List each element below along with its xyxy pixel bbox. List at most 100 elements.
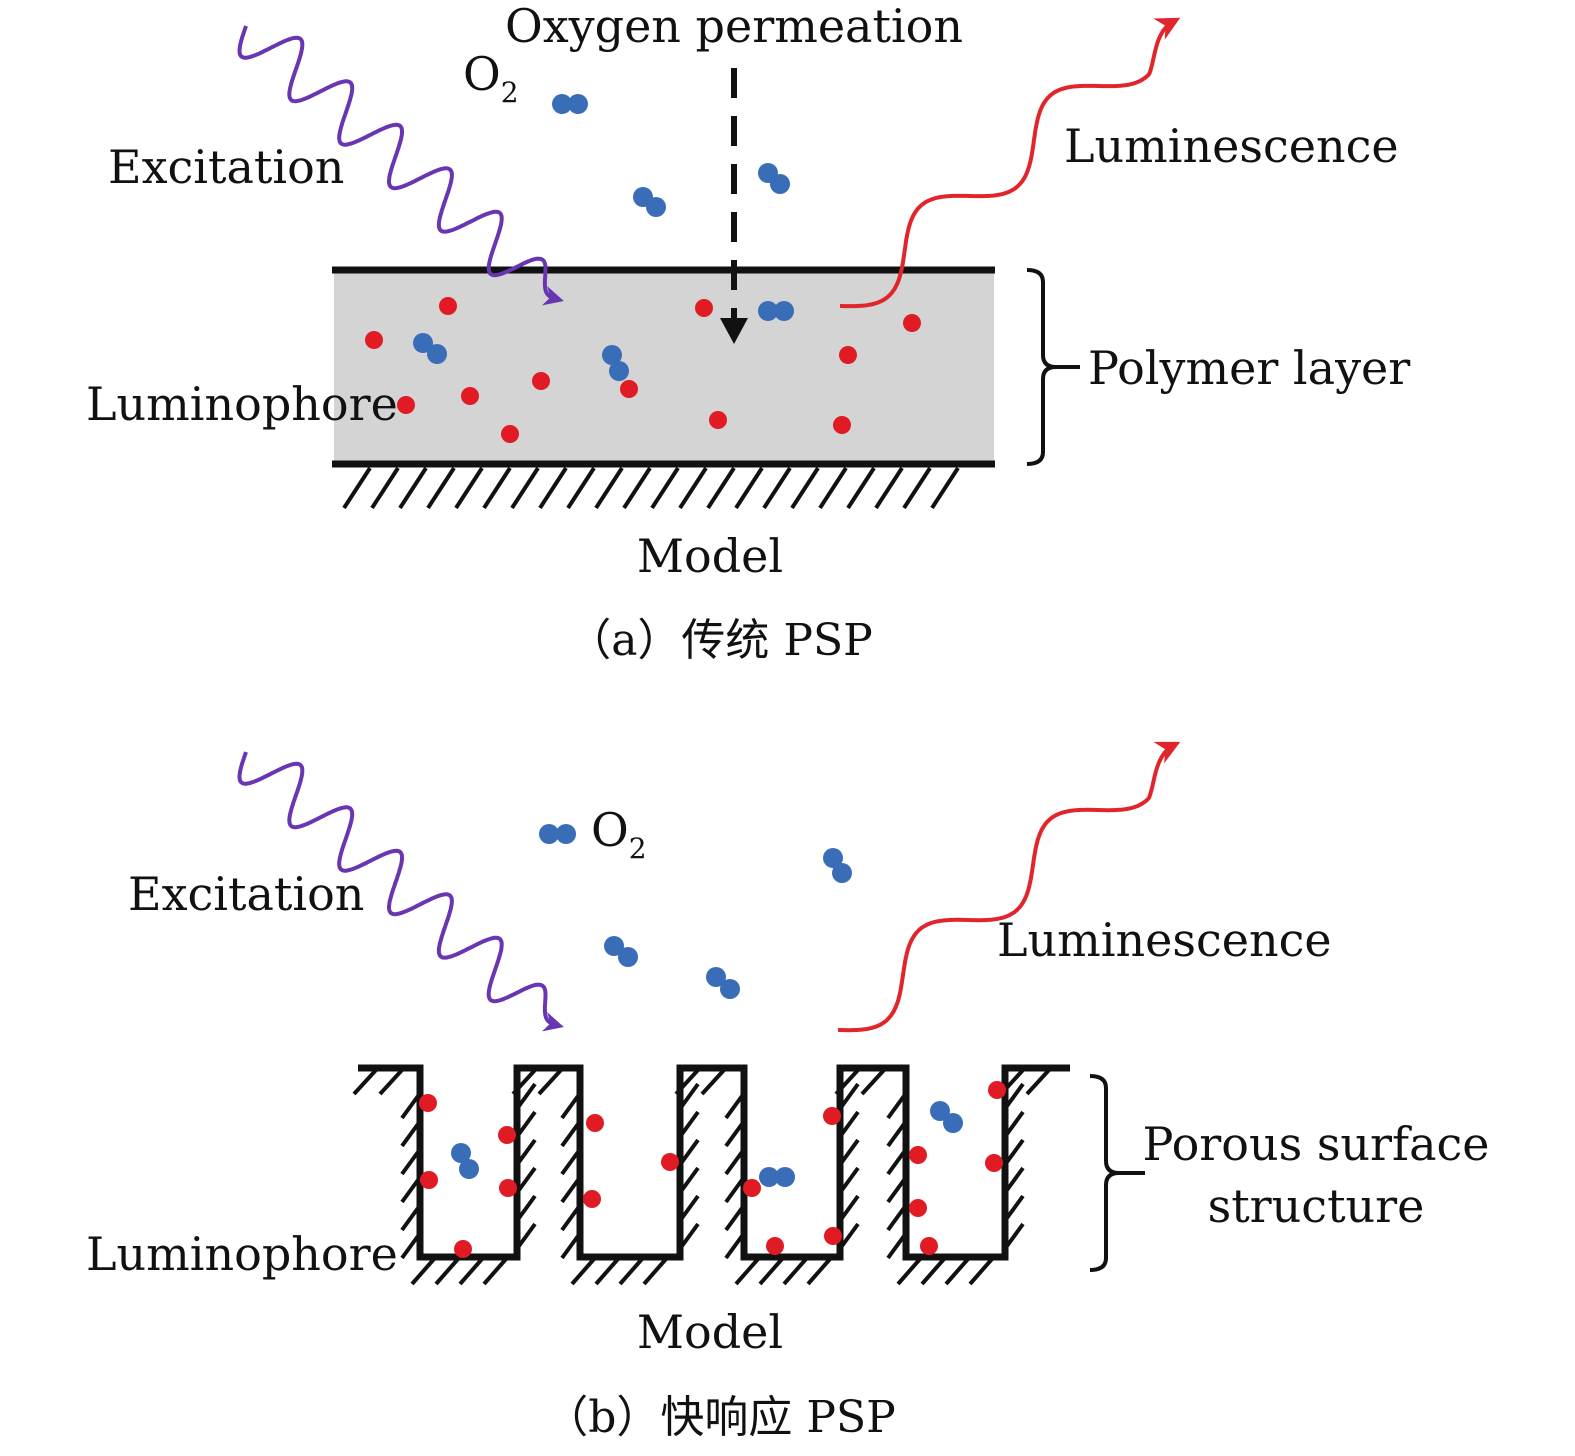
hatch-stroke xyxy=(680,1082,700,1108)
hatch-stroke xyxy=(968,1257,994,1286)
hatch-stroke xyxy=(944,1257,970,1286)
o2-label: O2 xyxy=(591,803,647,865)
hatch-stroke xyxy=(570,1257,596,1286)
luminophore-dots xyxy=(365,297,921,443)
hatch-stroke xyxy=(560,1206,580,1232)
hatch-stroke xyxy=(378,1068,404,1096)
excitation-label: Excitation xyxy=(128,867,364,921)
hatch-stroke xyxy=(840,1082,860,1108)
luminescence-label: Luminescence xyxy=(1064,119,1399,173)
hatch-stroke xyxy=(426,466,456,510)
oxygen-molecule xyxy=(552,94,588,114)
oxygen-molecule xyxy=(758,301,794,321)
hatch-stroke xyxy=(1005,1194,1025,1220)
hatch-stroke xyxy=(1005,1110,1025,1136)
oxygen-permeation-label: Oxygen permeation xyxy=(505,0,963,53)
panel-b: O2 Excitation Luminescence Porous surfac… xyxy=(86,741,1490,1443)
hatch-stroke xyxy=(724,1150,744,1176)
hatch-stroke xyxy=(400,1178,420,1204)
hatch-stroke xyxy=(510,466,540,510)
model-label: Model xyxy=(637,529,783,583)
luminophore-label: Luminophore xyxy=(86,377,398,431)
hatch-stroke xyxy=(454,466,484,510)
hatch-stroke xyxy=(724,1206,744,1232)
luminophore-label: Luminophore xyxy=(86,1227,398,1281)
hatch-stroke xyxy=(560,1150,580,1176)
oxygen-molecule xyxy=(633,187,666,217)
oxygen-molecule xyxy=(930,1101,963,1133)
hatch-stroke xyxy=(400,1206,420,1232)
hatch-stroke xyxy=(734,1257,760,1286)
hatch-stroke xyxy=(840,1194,860,1220)
hatch-stroke xyxy=(902,466,932,510)
oxygen-molecule xyxy=(706,967,740,999)
hatch-stroke xyxy=(782,1257,808,1286)
hatch-stroke xyxy=(886,1206,906,1232)
hatch-stroke xyxy=(560,1234,580,1260)
hatch-stroke xyxy=(370,466,400,510)
oxygen-molecule xyxy=(823,848,852,883)
hatch-stroke xyxy=(846,466,876,510)
hatch-stroke xyxy=(886,1122,906,1148)
hatch-stroke xyxy=(1005,1166,1025,1192)
caption-a: （a）传统 PSP xyxy=(567,615,873,666)
hatch-stroke xyxy=(1005,1082,1025,1108)
hatch-stroke xyxy=(700,1068,726,1096)
hatch-stroke xyxy=(840,1166,860,1192)
hatch-stroke xyxy=(724,1122,744,1148)
hatch-stroke xyxy=(482,466,512,510)
hatch-stroke xyxy=(458,1257,484,1286)
hatch-stroke xyxy=(724,1178,744,1204)
hatch-stroke xyxy=(642,1257,668,1286)
hatch-stroke xyxy=(618,1257,644,1286)
oxygen-molecule xyxy=(759,1167,795,1187)
hatch-stroke xyxy=(706,466,736,510)
hatch-stroke xyxy=(410,1257,436,1286)
hatch-stroke xyxy=(1005,1222,1025,1248)
hatch-stroke xyxy=(400,1234,420,1260)
hatch-stroke xyxy=(517,1082,537,1108)
hatch-stroke xyxy=(920,1257,946,1286)
hatch-stroke xyxy=(874,466,904,510)
hatch-stroke xyxy=(860,1068,886,1096)
hatch-stroke xyxy=(734,466,764,510)
excitation-wave xyxy=(237,25,564,306)
hatch-stroke xyxy=(680,1222,700,1248)
hatch-stroke xyxy=(840,1222,860,1248)
porous-surface-profile xyxy=(358,1064,1070,1261)
porous-model-hatching xyxy=(352,1068,1051,1286)
hatch-stroke xyxy=(537,1068,563,1096)
hatch-stroke xyxy=(560,1122,580,1148)
hatch-stroke xyxy=(400,1122,420,1148)
oxygen-molecule xyxy=(602,345,629,381)
porous-structure-label-line1: Porous surface xyxy=(1143,1117,1490,1171)
hatch-stroke xyxy=(680,1110,700,1136)
hatch-stroke xyxy=(538,466,568,510)
hatch-stroke xyxy=(517,1110,537,1136)
hatch-stroke xyxy=(1025,1068,1051,1096)
hatch-stroke xyxy=(724,1234,744,1260)
hatch-stroke xyxy=(400,1150,420,1176)
o2-label: O2 xyxy=(463,47,519,109)
panel-a: Oxygen permeation O2 Excitation Luminesc… xyxy=(86,0,1410,666)
oxygen-molecule xyxy=(604,936,638,967)
oxygen-permeation-arrowhead xyxy=(720,318,748,344)
hatch-stroke xyxy=(398,466,428,510)
hatch-stroke xyxy=(886,1178,906,1204)
hatch-stroke xyxy=(566,466,596,510)
polymer-layer-fill xyxy=(334,270,994,464)
hatch-stroke xyxy=(517,1194,537,1220)
luminophore-dots xyxy=(419,1081,1006,1258)
hatch-stroke xyxy=(758,1257,784,1286)
excitation-label: Excitation xyxy=(108,140,344,194)
hatch-stroke xyxy=(680,1138,700,1164)
hatch-stroke xyxy=(790,466,820,510)
polymer-layer-label: Polymer layer xyxy=(1088,341,1410,395)
hatch-stroke xyxy=(896,1257,922,1286)
oxygen-molecule xyxy=(451,1143,479,1179)
hatch-stroke xyxy=(840,1110,860,1136)
model-hatching xyxy=(342,466,960,510)
caption-b: （b）快响应 PSP xyxy=(544,1392,896,1443)
hatch-stroke xyxy=(622,466,652,510)
